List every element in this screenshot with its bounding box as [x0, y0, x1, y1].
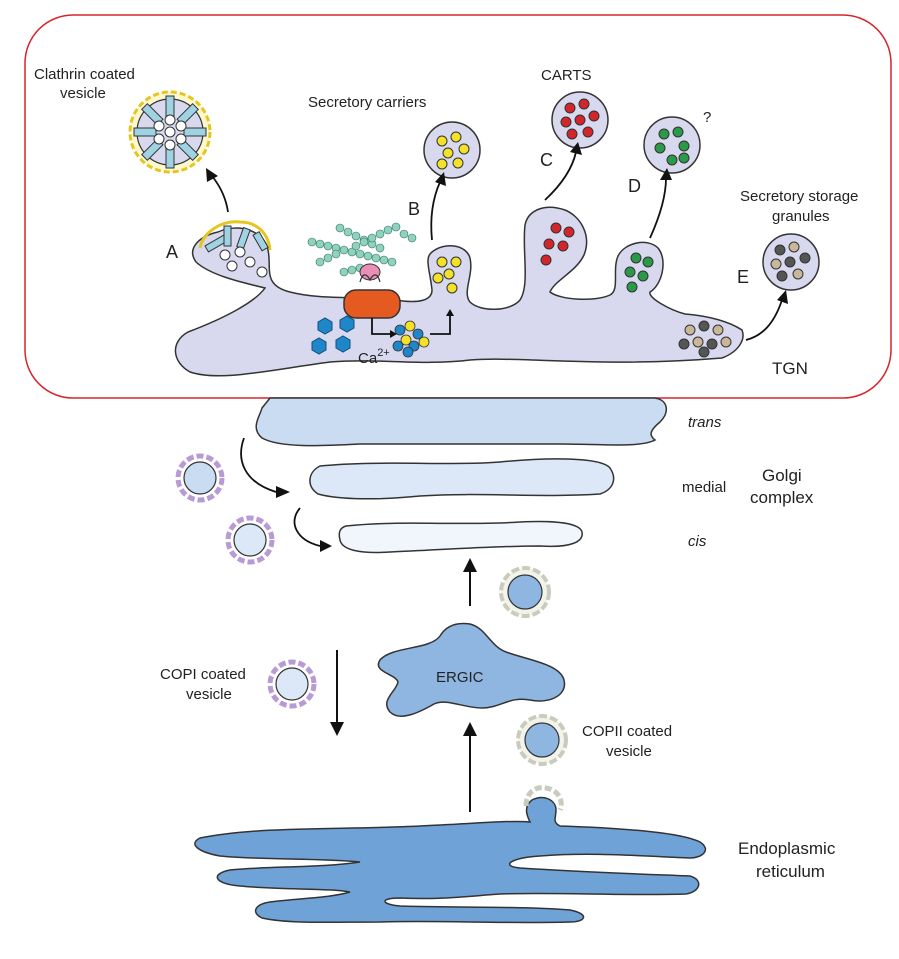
copi-label-line2: vesicle: [186, 686, 232, 703]
copii-label-line1: COPII coated: [582, 723, 672, 740]
pathway-letter-d: D: [628, 176, 641, 196]
calcium-cargo-cluster: [392, 320, 430, 358]
calcium-channel: [343, 289, 401, 319]
endoplasmic-reticulum: [194, 796, 707, 924]
channel-signaling-arrows: [371, 316, 451, 335]
golgi-trans-cistern: [255, 397, 667, 447]
er-label-line2: reticulum: [756, 862, 825, 881]
clathrin-coated-vesicle: [128, 90, 212, 174]
clathrin-vesicle-label-line2: vesicle: [60, 85, 106, 102]
er-exit-site-coat: [523, 785, 564, 811]
arrowhead-c: [570, 142, 582, 155]
copi-vesicle-ergic: [267, 659, 317, 709]
calcium-label: Ca2+: [358, 347, 390, 367]
copii-vesicle-lower: [516, 714, 568, 766]
arrowhead-b: [435, 172, 446, 186]
clathrin-bud-a: [198, 220, 272, 278]
tgn-cistern: [174, 206, 744, 377]
medial-label: medial: [682, 479, 726, 496]
copii-label-line2: vesicle: [606, 743, 652, 760]
arrowhead-d: [660, 168, 672, 180]
arrowhead-a: [206, 168, 218, 182]
unknown-carrier-vesicle: [643, 116, 701, 174]
er-label-line1: Endoplasmic: [738, 839, 836, 858]
copi-vesicle-golgi-1: [175, 453, 225, 503]
clathrin-vesicle-label-line1: Clathrin coated: [34, 66, 135, 83]
copi-label-line1: COPI coated: [160, 666, 246, 683]
golgi-complex-label-line1: Golgi: [762, 466, 802, 485]
pathway-letter-a: A: [166, 242, 178, 262]
bud-b-yellow-cargo: [432, 256, 462, 294]
secretory-storage-granule: [762, 233, 820, 291]
tgn-storage-cargo: [678, 320, 732, 358]
tgn-label: TGN: [772, 359, 808, 378]
ergic-label: ERGIC: [436, 669, 484, 686]
actin-filaments: [307, 222, 417, 277]
secretory-carrier-vesicle: [423, 121, 481, 179]
bud-d-green-cargo: [624, 252, 654, 293]
pathway-letter-c: C: [540, 150, 553, 170]
carts-label: CARTS: [541, 67, 592, 84]
golgi-retrograde-arrows: [240, 437, 321, 547]
copi-vesicle-golgi-2: [225, 515, 275, 565]
cis-label: cis: [688, 533, 707, 550]
pink-adaptor-protein: [359, 263, 381, 283]
trans-label: trans: [688, 414, 722, 431]
arrowhead-e: [777, 290, 788, 304]
pathway-letter-b: B: [408, 199, 420, 219]
question-mark-label: ?: [703, 109, 711, 126]
copii-vesicle-upper: [499, 566, 551, 618]
golgi-medial-cistern: [309, 458, 615, 500]
secretory-carriers-label: Secretory carriers: [308, 94, 426, 111]
storage-granules-label-line2: granules: [772, 208, 830, 225]
hexagon-cargo: [311, 315, 355, 355]
golgi-cis-cistern: [338, 520, 583, 554]
golgi-complex-label-line2: complex: [750, 488, 814, 507]
storage-granules-label-line1: Secretory storage: [740, 188, 858, 205]
release-arrows: [211, 151, 783, 341]
ergic-compartment: [377, 622, 566, 717]
vertical-transport-arrows: [336, 572, 471, 812]
pathway-letter-e: E: [737, 267, 749, 287]
bud-c-red-cargo: [540, 222, 575, 266]
carts-vesicle: [551, 91, 609, 149]
